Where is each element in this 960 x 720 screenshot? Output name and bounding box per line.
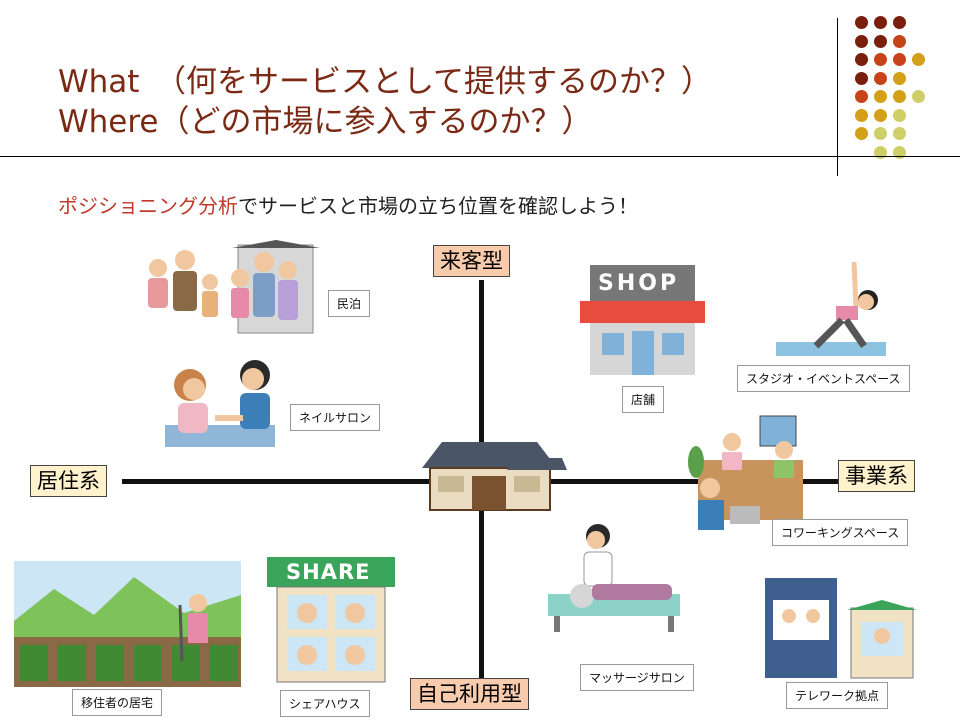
- decorative-dot: [893, 34, 906, 48]
- decorative-dot: [855, 34, 868, 48]
- label-minpaku: 民泊: [328, 290, 371, 317]
- label-studio: スタジオ・イベントスペース: [737, 365, 910, 392]
- decorative-dot: [912, 53, 925, 66]
- label-share-house: シェアハウス: [280, 690, 370, 717]
- shop-sign: SHOP: [598, 271, 680, 296]
- farm-landscape-icon: [14, 561, 241, 687]
- decorative-dot: [874, 108, 887, 122]
- axis-label-top: 来客型: [433, 245, 510, 277]
- subtitle-highlight: ポジショニング分析: [58, 194, 238, 218]
- decorative-dot: [855, 90, 868, 103]
- decorative-dot: [874, 53, 887, 66]
- decorative-dot: [893, 71, 906, 85]
- title-line-where: Where（どの市場に参入するのか？）: [58, 104, 593, 140]
- label-migrant-home: 移住者の居宅: [72, 689, 163, 716]
- massage-icon: [548, 524, 680, 632]
- share-house-icon: [267, 557, 395, 683]
- label-coworking: コワーキングスペース: [772, 519, 909, 546]
- axis-label-left: 居住系: [30, 465, 107, 497]
- subtitle: ポジショニング分析でサービスと市場の立ち位置を確認しよう！: [58, 190, 638, 219]
- decorative-dot: [855, 108, 868, 122]
- label-nail-salon: ネイルサロン: [290, 404, 381, 431]
- decorative-dot: [912, 90, 925, 103]
- title-divider: [0, 156, 960, 157]
- decorative-dot: [874, 34, 887, 48]
- coworking-icon: [688, 415, 803, 530]
- decorative-dot: [893, 16, 906, 29]
- yoga-studio-icon: [776, 261, 886, 356]
- title-line-what: What （何をサービスとして提供するのか？）: [58, 64, 713, 100]
- title-vertical-divider: [837, 18, 838, 176]
- shop-icon: [580, 265, 705, 375]
- decorative-dot: [874, 127, 887, 140]
- label-telework: テレワーク拠点: [786, 682, 889, 709]
- minpaku-family-icon: [148, 240, 320, 334]
- decorative-dot: [893, 127, 906, 140]
- decorative-dot: [874, 16, 887, 29]
- decorative-dot: [855, 127, 868, 140]
- decorative-dot: [855, 53, 868, 66]
- label-shop: 店舗: [622, 386, 665, 413]
- label-massage-salon: マッサージサロン: [580, 664, 694, 691]
- decorative-dot: [893, 53, 906, 66]
- axis-label-right: 事業系: [838, 460, 915, 492]
- page-title: What （何をサービスとして提供するのか？） Where（どの市場に参入するの…: [58, 62, 712, 142]
- telework-icon: [765, 578, 917, 679]
- decorative-dot: [893, 145, 906, 159]
- decorative-dot: [874, 90, 887, 103]
- nail-salon-icon: [165, 360, 275, 447]
- decorative-dot: [893, 90, 906, 103]
- traditional-house-icon: [422, 442, 567, 511]
- decorative-dot: [874, 71, 887, 85]
- decorative-dot: [855, 71, 868, 85]
- decorative-dot: [855, 16, 868, 29]
- decorative-dot: [874, 145, 887, 159]
- share-sign: SHARE: [286, 560, 371, 584]
- decorative-dot: [893, 108, 906, 122]
- subtitle-text: でサービスと市場の立ち位置を確認しよう！: [238, 194, 638, 218]
- axis-label-bottom: 自己利用型: [410, 678, 529, 710]
